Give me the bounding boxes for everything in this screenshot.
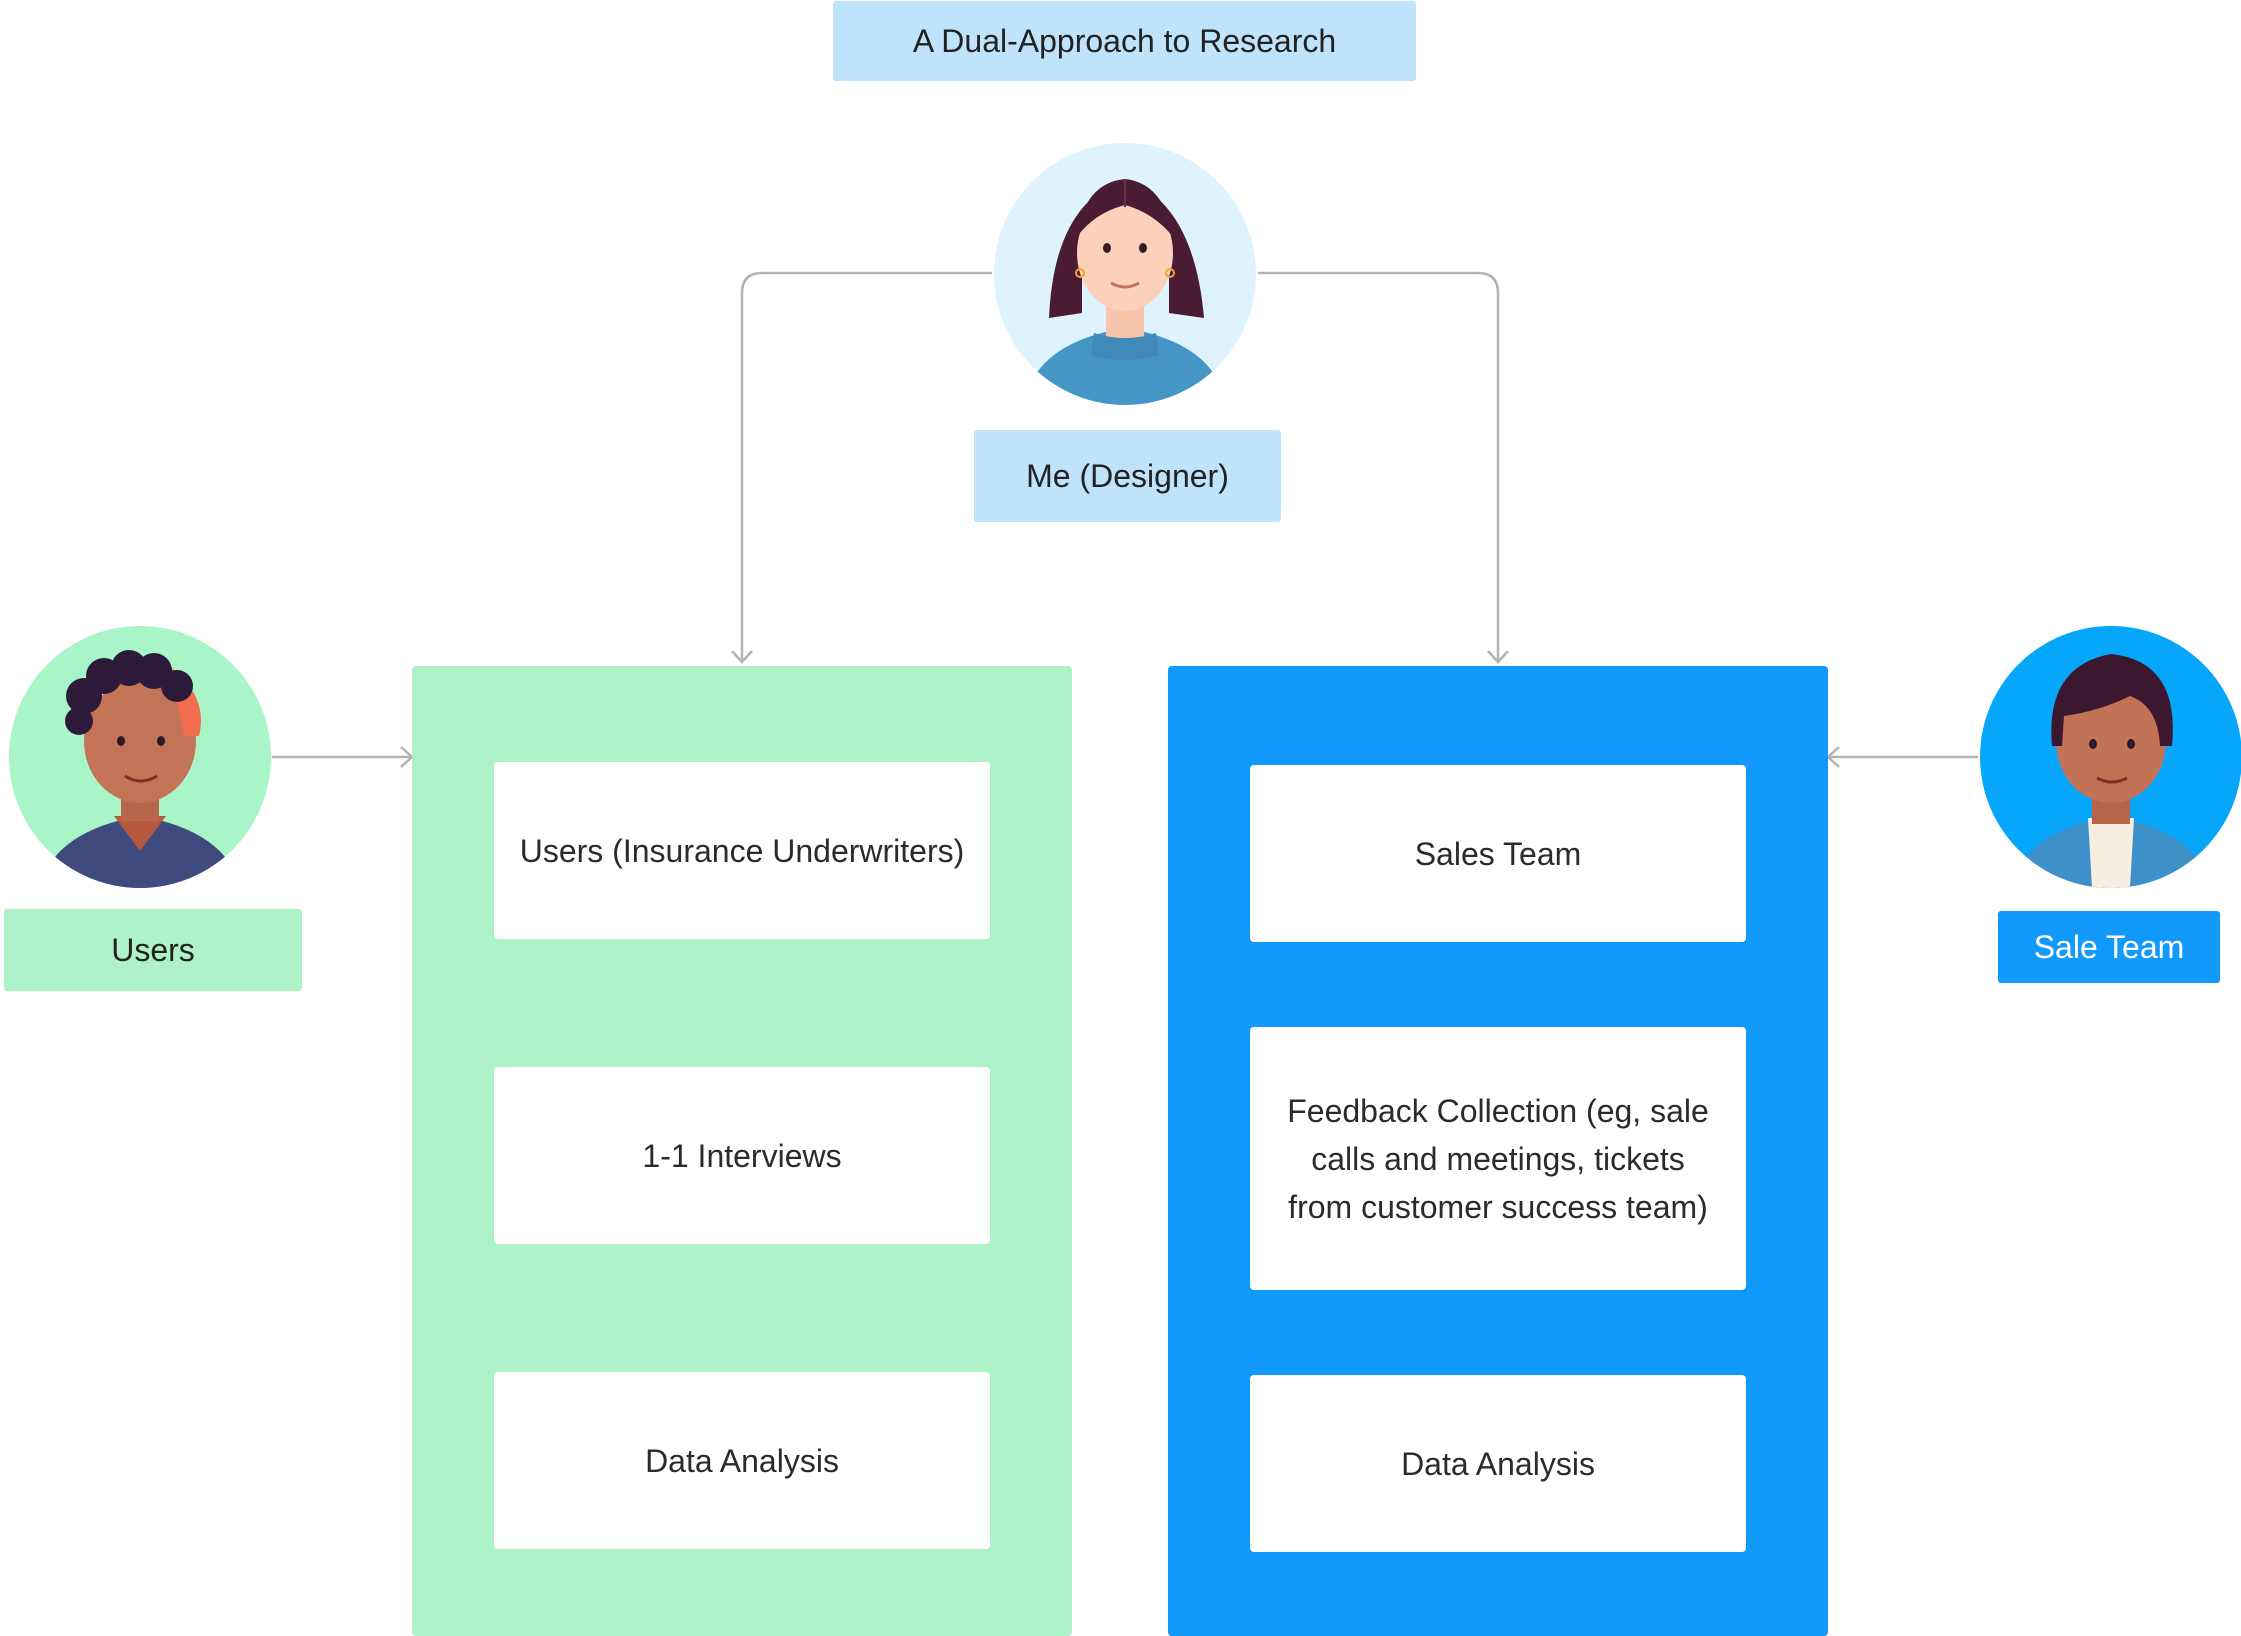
sales-label: Sale Team bbox=[1998, 911, 2220, 983]
left-step-interviews: 1-1 Interviews bbox=[494, 1067, 990, 1244]
left-step-users-underwriters: Users (Insurance Underwriters) bbox=[494, 762, 990, 939]
right-step-feedback-collection: Feedback Collection (eg, sale calls and … bbox=[1250, 1027, 1746, 1290]
users-label: Users bbox=[4, 909, 302, 991]
right-step-data-analysis: Data Analysis bbox=[1250, 1375, 1746, 1552]
designer-to-left-connector bbox=[740, 271, 992, 662]
arrowhead bbox=[1487, 650, 1509, 664]
designer-label: Me (Designer) bbox=[974, 430, 1281, 522]
user-avatar-icon bbox=[9, 626, 271, 888]
left-step-data-analysis: Data Analysis bbox=[494, 1372, 990, 1549]
arrowhead bbox=[731, 650, 753, 664]
woman-designer-avatar-icon bbox=[994, 143, 1256, 405]
arrowhead bbox=[1826, 746, 1840, 768]
diagram-title: A Dual-Approach to Research bbox=[833, 1, 1416, 81]
right-step-sales-team: Sales Team bbox=[1250, 765, 1746, 942]
sales-person-avatar-icon bbox=[1980, 626, 2241, 888]
designer-to-right-connector bbox=[1258, 271, 1500, 662]
